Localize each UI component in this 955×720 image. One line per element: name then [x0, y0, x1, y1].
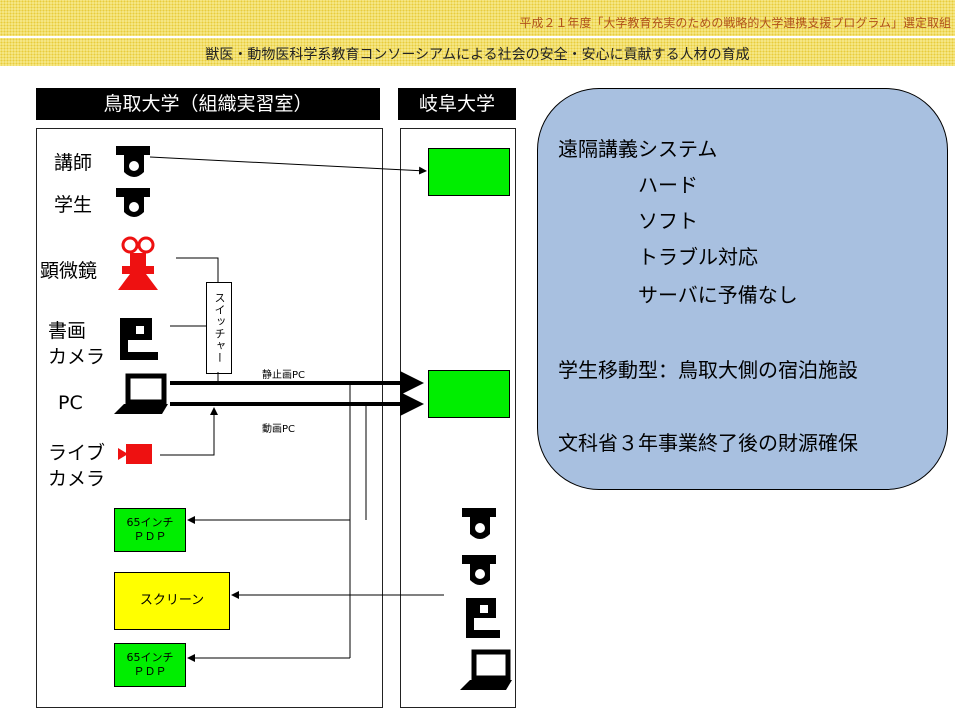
doc-camera-icon [120, 318, 158, 360]
pdp-top: 65インチ ＰＤＰ [114, 508, 186, 552]
microscope-icon [118, 236, 158, 290]
program-title: 平成２１年度「大学教育充実のための戦略的大学連携支援プログラム」選定取組 [519, 16, 951, 30]
gifu-heading: 岐阜大学 [398, 88, 516, 120]
note-system: 遠隔講義システム [558, 137, 718, 161]
gifu-monitor-top [428, 148, 510, 196]
notes-callout [537, 88, 948, 490]
gifu-monitor-bottom [428, 370, 510, 418]
live-camera-label: ライブ カメラ [48, 442, 106, 490]
student-label: 学生 [54, 194, 93, 216]
screen-box: スクリーン [114, 572, 230, 630]
still-pc-label: 静止画PC [262, 370, 306, 381]
gifu-panel [400, 128, 516, 708]
note-item: サーバに予備なし [638, 283, 798, 307]
video-pc-label: 動画PC [262, 424, 296, 435]
camera-icon [116, 188, 150, 217]
note-funding: 文科省３年事業終了後の財源確保 [558, 431, 858, 455]
laptop-icon [460, 649, 512, 690]
note-item: ハード [638, 173, 698, 197]
laptop-icon [114, 373, 168, 414]
doc-camera-icon [466, 598, 500, 638]
note-item: ソフト [638, 209, 698, 233]
note-item: トラブル対応 [638, 245, 758, 269]
tottori-heading: 鳥取大学（組織実習室） [36, 88, 380, 120]
note-mobility: 学生移動型：鳥取大側の宿泊施設 [558, 358, 858, 382]
lecturer-label: 講師 [54, 152, 93, 174]
camera-icon [116, 146, 150, 177]
doc-camera-label: 書画 カメラ [48, 320, 106, 368]
live-camera-icon [118, 444, 152, 464]
microscope-label: 顕微鏡 [40, 260, 98, 282]
camera-icon [462, 555, 496, 585]
header-band [0, 0, 955, 36]
pdp-bottom: 65インチ ＰＤＰ [114, 643, 186, 687]
title-band [0, 38, 955, 66]
switcher-box: スイッチャー [206, 282, 232, 374]
camera-icon [462, 508, 496, 539]
pc-label: PC [58, 392, 83, 414]
page-title: 獣医・動物医科学系教育コンソーシアムによる社会の安全・安心に貢献する人材の育成 [205, 47, 750, 63]
